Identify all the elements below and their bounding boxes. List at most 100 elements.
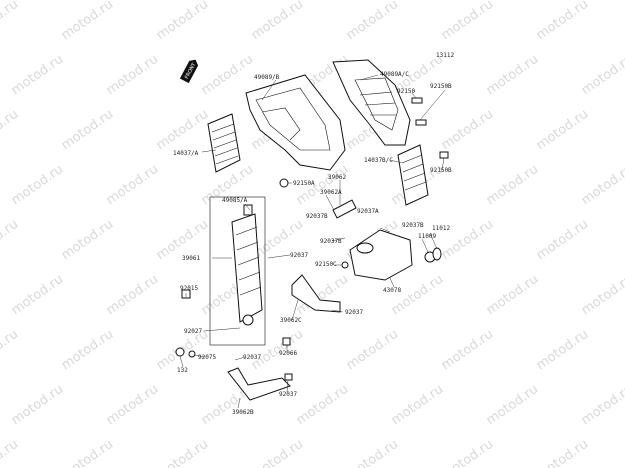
right-louver-14037bc bbox=[397, 144, 429, 206]
left-louver-14037a bbox=[207, 113, 241, 173]
label-92037a: 92037A bbox=[357, 208, 379, 215]
watermark-text: motod.ru bbox=[439, 217, 496, 263]
watermark-text: motod.ru bbox=[534, 0, 591, 43]
clamp-92037-d bbox=[284, 373, 293, 381]
watermark-text: motod.ru bbox=[534, 437, 591, 468]
bolt-132 bbox=[175, 347, 185, 357]
watermark-text: motod.ru bbox=[9, 382, 66, 428]
label-92037-b: 92037 bbox=[345, 309, 363, 316]
watermark-text: motod.ru bbox=[249, 0, 306, 43]
label-49085a: 49085/A bbox=[222, 197, 248, 204]
watermark-text: motod.ru bbox=[579, 382, 625, 428]
label-92066: 92066 bbox=[279, 350, 297, 357]
radiator-frame bbox=[209, 196, 266, 346]
watermark-text: motod.ru bbox=[104, 52, 161, 98]
watermark-text: motod.ru bbox=[344, 327, 401, 373]
label-92037-d: 92037 bbox=[279, 391, 297, 398]
hose-39062 bbox=[332, 199, 357, 219]
diagram-code: 13112 bbox=[436, 52, 454, 59]
reservoir-tank-43078 bbox=[349, 229, 413, 281]
label-92037b-c: 92037B bbox=[402, 222, 424, 229]
label-43078: 43078 bbox=[383, 287, 401, 294]
label-49089ac: 49089A/C bbox=[380, 71, 409, 78]
watermark-text: motod.ru bbox=[0, 107, 21, 153]
right-shroud-49089ac bbox=[332, 59, 411, 146]
label-92037b-b: 92037B bbox=[320, 238, 342, 245]
clamp-92150c bbox=[341, 261, 349, 269]
watermark-text: motod.ru bbox=[9, 162, 66, 208]
bolt-92150b-mid bbox=[439, 151, 449, 159]
label-39061: 39061 bbox=[182, 255, 200, 262]
watermark-text: motod.ru bbox=[154, 437, 211, 468]
hose-39062c bbox=[291, 274, 341, 313]
watermark-text: motod.ru bbox=[534, 217, 591, 263]
watermark-text: motod.ru bbox=[579, 162, 625, 208]
watermark-text: motod.ru bbox=[249, 327, 306, 373]
watermark-text: motod.ru bbox=[59, 107, 116, 153]
watermark-text: motod.ru bbox=[199, 52, 256, 98]
watermark-text: motod.ru bbox=[59, 217, 116, 263]
watermark-text: motod.ru bbox=[439, 107, 496, 153]
label-92150a: 92150A bbox=[293, 180, 315, 187]
bolt-92150-top bbox=[411, 97, 423, 104]
label-92015: 92015 bbox=[180, 285, 198, 292]
label-39062a: 39062A bbox=[320, 189, 342, 196]
part-labels: 49089/B 49089A/C 92150 92150B 14037/A 14… bbox=[173, 71, 452, 416]
watermark-text: motod.ru bbox=[439, 327, 496, 373]
label-92150b-mid: 92150B bbox=[430, 167, 452, 174]
label-11009: 11009 bbox=[418, 233, 436, 240]
label-39062b: 39062B bbox=[232, 409, 254, 416]
label-92150-top: 92150 bbox=[397, 88, 415, 95]
hose-39062b bbox=[227, 367, 291, 401]
watermark-text: motod.ru bbox=[294, 382, 351, 428]
watermark-text: motod.ru bbox=[484, 52, 541, 98]
watermark-text: motod.ru bbox=[104, 272, 161, 318]
watermark-text: motod.ru bbox=[249, 437, 306, 468]
watermark-text: motod.ru bbox=[59, 0, 116, 43]
label-92037-c: 92037 bbox=[243, 354, 261, 361]
watermark-text: motod.ru bbox=[59, 327, 116, 373]
label-92037b-a: 92037B bbox=[306, 213, 328, 220]
watermark-text: motod.ru bbox=[389, 382, 446, 428]
ring-11012 bbox=[432, 247, 442, 261]
label-92150c: 92150C bbox=[315, 261, 337, 268]
watermark-text: motod.ru bbox=[59, 437, 116, 468]
bolt-92150b-top bbox=[415, 119, 427, 126]
watermark-text: motod.ru bbox=[0, 0, 21, 43]
watermark-text: motod.ru bbox=[534, 327, 591, 373]
label-92075: 92075 bbox=[198, 354, 216, 361]
label-132: 132 bbox=[177, 367, 188, 374]
left-shroud-49089b bbox=[245, 74, 346, 171]
watermark-text: motod.ru bbox=[0, 437, 21, 468]
label-49089b: 49089/B bbox=[254, 74, 280, 81]
watermark-text: motod.ru bbox=[104, 382, 161, 428]
watermark-text: motod.ru bbox=[484, 162, 541, 208]
watermark-text: motod.ru bbox=[534, 107, 591, 153]
watermark-text: motod.ru bbox=[154, 0, 211, 43]
label-92027: 92027 bbox=[184, 328, 202, 335]
watermark-text: motod.ru bbox=[0, 217, 21, 263]
watermark-text: motod.ru bbox=[579, 272, 625, 318]
bolt-92150a bbox=[279, 178, 289, 188]
watermark-text: motod.ru bbox=[104, 162, 161, 208]
watermark-text: motod.ru bbox=[0, 327, 21, 373]
watermark-text: motod.ru bbox=[344, 437, 401, 468]
front-arrow-icon: FRONT bbox=[179, 59, 199, 84]
label-14037a: 14037/A bbox=[173, 150, 199, 157]
watermark-text: motod.ru bbox=[154, 107, 211, 153]
watermark-text: motod.ru bbox=[484, 382, 541, 428]
watermark-text: motod.ru bbox=[579, 52, 625, 98]
watermark-text: motod.ru bbox=[484, 272, 541, 318]
label-39062c: 39062C bbox=[280, 317, 302, 324]
leader-lines bbox=[179, 74, 446, 409]
fitting-92066 bbox=[282, 337, 291, 346]
watermark-text: motod.ru bbox=[389, 272, 446, 318]
label-14037bc: 14037B/C bbox=[364, 157, 393, 164]
label-11012: 11012 bbox=[432, 225, 450, 232]
watermark-text: motod.ru bbox=[439, 0, 496, 43]
watermark-text: motod.ru bbox=[439, 437, 496, 468]
watermark-text: motod.ru bbox=[9, 272, 66, 318]
